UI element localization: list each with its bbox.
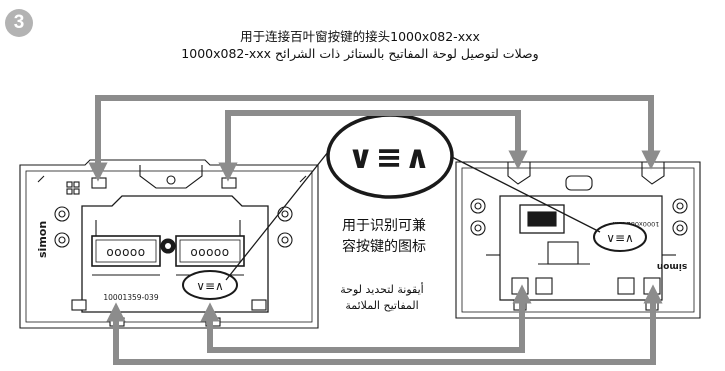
- callout-chinese: 用于识别可兼 容按键的图标: [329, 216, 439, 258]
- zoom-icon-symbol: ∨≡∧: [348, 138, 433, 176]
- left-connector-module: [19, 159, 319, 329]
- callout-zh-line1: 用于识别可兼: [342, 218, 426, 234]
- right-module-part-number: 1000x082-xxx: [613, 220, 660, 228]
- right-module-brand: simon: [657, 261, 687, 271]
- title-chinese: 用于连接百叶窗按键的接头1000x082-xxx: [240, 29, 480, 44]
- right-icon-highlight: [593, 222, 647, 252]
- arrow-bottom-outer: [106, 284, 663, 365]
- callout-ar-line2: المفاتيح الملائمة: [345, 299, 419, 312]
- callout-arabic: أيقونة لتحديد لوحة المفاتيح الملائمة: [332, 282, 432, 314]
- title-arabic: وصلات لتوصيل لوحة المفاتيح بالستائر ذات …: [181, 46, 539, 61]
- left-module-terminal-right: ooooo: [190, 245, 229, 259]
- arrow-top-outer: [88, 95, 661, 182]
- right-connector-module: [455, 161, 701, 319]
- right-module-icon: ∨≡∧: [606, 231, 634, 245]
- left-module-part-number: 10001359-039: [103, 293, 158, 302]
- connection-arrows: [88, 95, 663, 365]
- diagram-title: 用于连接百叶窗按键的接头1000x082-xxx وصلات لتوصيل لو…: [140, 28, 580, 62]
- step-number-badge: 3: [5, 9, 33, 37]
- arrow-bottom-inner: [200, 284, 532, 353]
- left-module-brand: simon: [36, 221, 49, 258]
- callout-zh-line2: 容按键的图标: [342, 239, 426, 255]
- callout-ar-line1: أيقونة لتحديد لوحة: [340, 283, 424, 296]
- arrow-top-inner: [218, 110, 528, 182]
- left-module-icon: ∨≡∧: [196, 279, 224, 293]
- left-module-terminal-left: ooooo: [106, 245, 145, 259]
